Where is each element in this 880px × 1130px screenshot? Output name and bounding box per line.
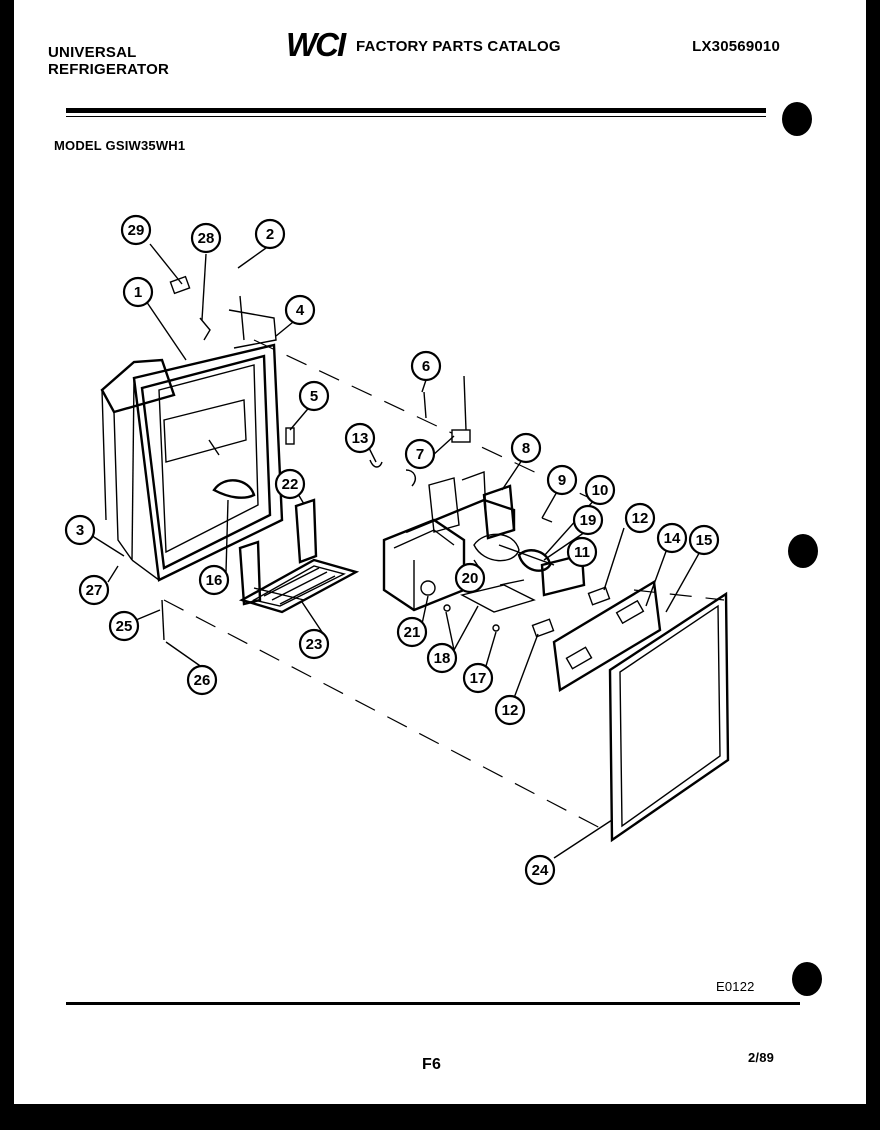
motor-assembly [369,375,586,632]
callout-15: 15 [688,524,720,556]
svg-text:10: 10 [592,482,609,499]
svg-text:16: 16 [206,572,223,589]
catalog-page: UNIVERSAL REFRIGERATOR WCI FACTORY PARTS… [14,0,866,1104]
svg-text:19: 19 [580,512,597,529]
callout-16: 16 [198,564,230,596]
svg-text:8: 8 [522,440,530,457]
header-rule [66,108,766,113]
leader-lines [85,243,703,859]
callout-5: 5 [298,380,330,412]
header-rule-thin [66,116,766,117]
callout-29: 29 [120,214,152,246]
binder-hole-icon [792,962,822,996]
svg-text:24: 24 [532,862,549,879]
dispenser-housing [100,275,295,582]
binder-hole-icon [788,534,818,568]
svg-text:15: 15 [696,532,713,549]
svg-text:9: 9 [558,472,566,489]
callout-18: 18 [426,642,458,674]
print-date: 2/89 [748,1050,775,1065]
exploded-parts-diagram: 29 28 2 1 4 5 6 7 8 9 10 19 11 12 13 14 … [64,214,730,886]
callout-14: 14 [656,522,688,554]
callout-10: 10 [584,474,616,506]
svg-text:13: 13 [352,430,369,447]
callout-1: 1 [122,276,154,308]
page-label: F6 [422,1056,442,1073]
catalog-title: FACTORY PARTS CATALOG [356,38,561,55]
svg-text:3: 3 [76,522,84,539]
footer-rule [66,1002,800,1005]
svg-text:5: 5 [310,388,318,405]
svg-text:23: 23 [306,636,323,653]
callout-22: 22 [274,468,306,500]
svg-text:27: 27 [86,582,103,599]
callout-3: 3 [64,514,96,546]
catalog-id: LX30569010 [692,38,780,55]
callout-2: 2 [254,218,286,250]
callout-11: 11 [566,536,598,568]
brand-line-2: REFRIGERATOR [48,61,170,78]
svg-text:4: 4 [296,302,305,319]
svg-text:20: 20 [462,570,479,587]
callout-24: 24 [524,854,556,886]
callout-12-top: 12 [624,502,656,534]
assembly-guide-lines [163,339,725,831]
callout-28: 28 [190,222,222,254]
svg-text:18: 18 [434,650,451,667]
dispenser-trim-frame [608,591,730,843]
callout-20: 20 [454,562,486,594]
svg-text:25: 25 [116,618,133,635]
svg-text:14: 14 [664,530,681,547]
svg-text:6: 6 [422,358,430,375]
svg-text:28: 28 [198,230,215,247]
callout-21: 21 [396,616,428,648]
callout-8: 8 [510,432,542,464]
drip-tray-and-frames [238,498,360,614]
svg-text:22: 22 [282,476,299,493]
svg-text:17: 17 [470,670,487,687]
svg-text:21: 21 [404,624,421,641]
callout-23: 23 [298,628,330,660]
callout-4: 4 [284,294,316,326]
svg-text:29: 29 [128,222,145,239]
callout-17: 17 [462,662,494,694]
callout-12-bottom: 12 [494,694,526,726]
callout-9: 9 [546,464,578,496]
svg-text:2: 2 [266,226,274,243]
svg-text:7: 7 [416,446,424,463]
drawing-code: E0122 [716,979,755,994]
brand-line-1: UNIVERSAL [48,44,137,61]
svg-text:12: 12 [502,702,519,719]
svg-text:11: 11 [574,544,590,561]
svg-text:26: 26 [194,672,211,689]
wci-logo-text: WCI [286,26,347,62]
callout-19: 19 [572,504,604,536]
binder-hole-icon [782,102,812,136]
svg-text:12: 12 [632,510,649,527]
callout-25: 25 [108,610,140,642]
callout-6: 6 [410,350,442,382]
wci-logo: WCI [286,26,349,62]
model-label: MODEL GSIW35WH1 [54,138,186,153]
callout-26: 26 [186,664,218,696]
callout-27: 27 [78,574,110,606]
control-panel [531,580,662,692]
callout-13: 13 [344,422,376,454]
callout-balloons: 29 28 2 1 4 5 6 7 8 9 10 19 11 12 13 14 … [64,214,720,886]
svg-text:1: 1 [134,284,142,301]
callout-7: 7 [404,438,436,470]
brand-block: UNIVERSAL REFRIGERATOR [48,44,169,78]
